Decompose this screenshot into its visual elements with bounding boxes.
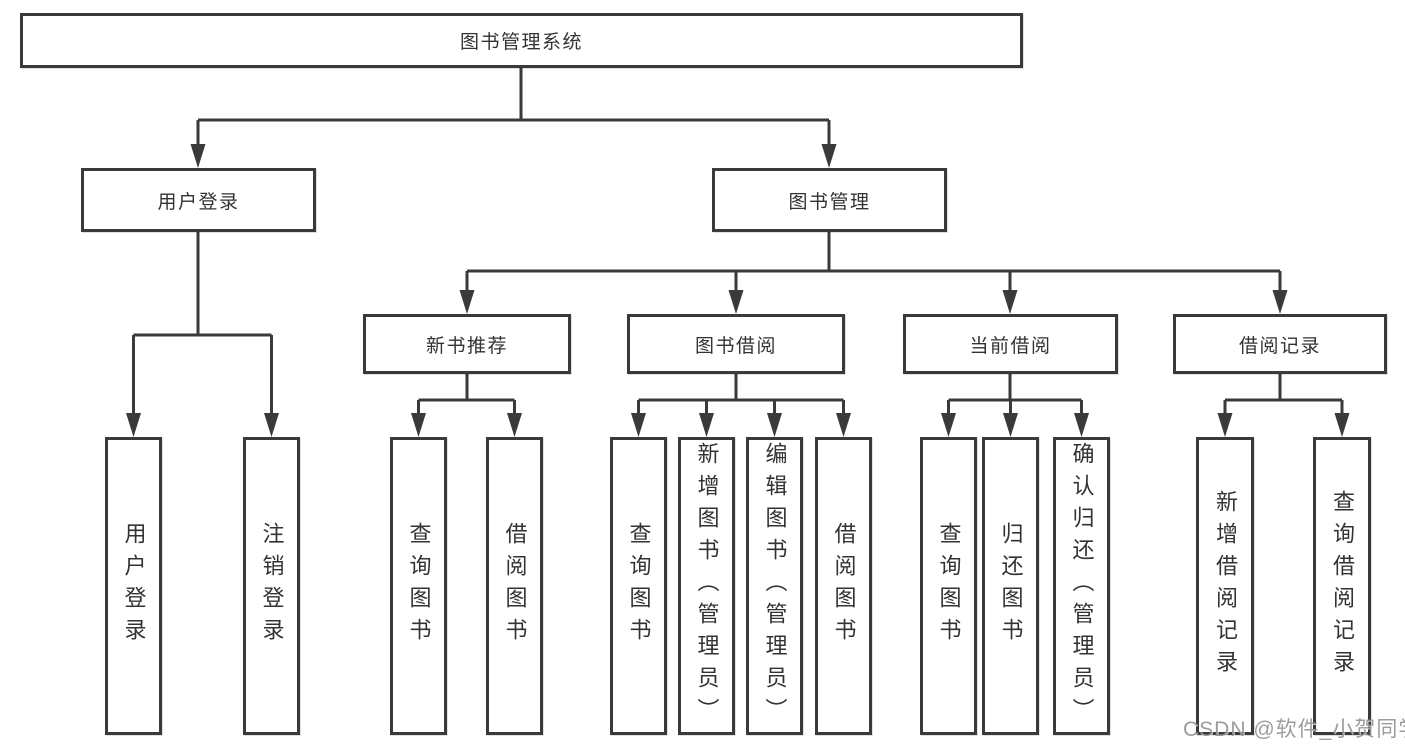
node-label: 编辑图书（管理员） [762, 442, 788, 730]
node-label: 借阅图书 [831, 522, 857, 650]
node-user-login: 用户登录 [81, 168, 316, 232]
node-label: 新增图书（管理员） [694, 442, 720, 730]
leaf-br-query-record: 查询借阅记录 [1313, 437, 1371, 735]
node-label: 查询图书 [936, 522, 962, 650]
node-label: 图书管理 [788, 191, 871, 213]
leaf-logout: 注销登录 [243, 437, 300, 735]
arrow-down-icon [411, 413, 426, 437]
leaf-bb-borrow-books: 借阅图书 [815, 437, 872, 735]
watermark: CSDN @软件_小贺同学 [1183, 718, 1405, 741]
node-label: 查询图书 [626, 522, 652, 650]
arrow-down-icon [1217, 413, 1233, 437]
arrow-down-icon [941, 413, 956, 437]
node-label: 图书借阅 [694, 335, 777, 357]
connectors-book-borrowing [631, 374, 851, 437]
node-label: 借阅图书 [502, 522, 528, 650]
leaf-cb-confirm-return-admin: 确认归还（管理员） [1053, 437, 1110, 735]
leaf-cb-return-books: 归还图书 [982, 437, 1039, 735]
arrow-down-icon [1074, 413, 1089, 437]
node-label: 归还图书 [998, 522, 1024, 650]
arrow-down-icon [459, 290, 475, 314]
node-label: 新增借阅记录 [1213, 490, 1238, 682]
node-label: 当前借阅 [969, 335, 1052, 357]
connector-line [465, 232, 1282, 292]
arrow-down-icon [836, 413, 851, 437]
node-label: 确认归还（管理员） [1069, 442, 1095, 730]
connectors-root-to-level2 [190, 68, 837, 168]
node-label: 借阅记录 [1238, 335, 1321, 357]
connectors-book-management [459, 232, 1288, 314]
connector-line [132, 232, 273, 415]
arrow-down-icon [699, 413, 714, 437]
node-root: 图书管理系统 [20, 13, 1023, 68]
connector-line [1223, 374, 1344, 415]
connectors-new-book-recommendation [411, 374, 522, 437]
connector-line [196, 68, 831, 146]
connector-line [417, 374, 516, 415]
leaf-user-login: 用户登录 [105, 437, 162, 735]
leaf-br-add-record: 新增借阅记录 [1196, 437, 1254, 735]
node-label: 用户登录 [157, 191, 240, 213]
leaf-nb-query-books: 查询图书 [390, 437, 447, 735]
arrow-down-icon [767, 413, 782, 437]
arrow-down-icon [126, 413, 141, 437]
arrow-down-icon [1334, 413, 1350, 437]
arrow-down-icon [507, 413, 522, 437]
arrow-down-icon [264, 413, 279, 437]
node-label: 注销登录 [259, 522, 285, 650]
leaf-nb-borrow-books: 借阅图书 [486, 437, 543, 735]
node-borrowing-records: 借阅记录 [1173, 314, 1387, 374]
node-label: 图书管理系统 [459, 32, 583, 53]
node-label: 新书推荐 [425, 335, 508, 357]
node-book-borrowing: 图书借阅 [627, 314, 845, 374]
connector-line [637, 374, 845, 415]
arrow-down-icon [631, 413, 646, 437]
leaf-bb-edit-books-admin: 编辑图书（管理员） [746, 437, 803, 735]
connectors-borrowing-records [1217, 374, 1350, 437]
arrow-down-icon [190, 144, 206, 168]
arrow-down-icon [821, 144, 837, 168]
connector-line [947, 374, 1083, 415]
node-current-borrowing: 当前借阅 [903, 314, 1118, 374]
leaf-bb-add-books-admin: 新增图书（管理员） [678, 437, 735, 735]
arrow-down-icon [728, 290, 744, 314]
arrow-down-icon [1002, 290, 1018, 314]
arrow-down-icon [1003, 413, 1018, 437]
leaf-bb-query-books: 查询图书 [610, 437, 667, 735]
leaf-cb-query-books: 查询图书 [920, 437, 977, 735]
node-label: 查询图书 [406, 522, 432, 650]
node-new-book-recommendation: 新书推荐 [363, 314, 571, 374]
connectors-current-borrowing [941, 374, 1089, 437]
node-book-management: 图书管理 [712, 168, 947, 232]
node-label: 查询借阅记录 [1330, 490, 1355, 682]
node-label: 用户登录 [121, 522, 147, 650]
arrow-down-icon [1272, 290, 1288, 314]
connectors-user-login [126, 232, 279, 437]
